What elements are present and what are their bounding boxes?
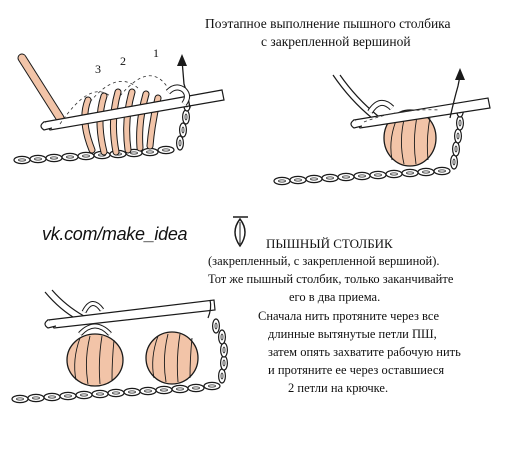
step-two-illustration	[273, 68, 491, 186]
title-line-2: с закрепленной вершиной	[261, 34, 411, 49]
step-number-3: 3	[95, 62, 101, 76]
body-line: Тот же пышный столбик, только заканчивай…	[208, 272, 454, 286]
title-line-1: Поэтапное выполнение пышного столбика	[205, 16, 451, 31]
leaf-symbol-icon	[233, 216, 248, 248]
body-line: Сначала нить протяните через все	[258, 309, 440, 323]
body-line: длинные вытянутые петли ПШ,	[268, 327, 437, 341]
step-one-illustration	[13, 53, 225, 165]
body-line: (закрепленный, с закрепленной вершиной).	[208, 254, 440, 268]
body-line: 2 петли на крючке.	[288, 381, 389, 395]
section-heading: ПЫШНЫЙ СТОЛБИК	[266, 236, 393, 251]
crochet-hook-icon	[40, 89, 225, 131]
step-number-2: 2	[120, 54, 126, 68]
body-line: и протяните ее через оставшиеся	[268, 363, 445, 377]
result-illustration	[11, 289, 228, 404]
puff-stitch-second	[145, 331, 199, 385]
base-chain-right	[273, 166, 451, 186]
puff-stitch-first	[66, 323, 124, 387]
crochet-hook-icon	[350, 97, 491, 129]
body-line: его в два приема.	[289, 290, 381, 304]
step-number-1: 1	[153, 46, 159, 60]
watermark-link[interactable]: vk.com/make_idea	[42, 224, 188, 244]
base-chain-bottom	[11, 381, 221, 404]
body-line: затем опять захватите рабочую нить	[268, 345, 461, 359]
turning-chain-bottom	[212, 318, 228, 384]
crochet-hook-icon	[44, 299, 216, 329]
puff-bundle	[383, 109, 437, 167]
